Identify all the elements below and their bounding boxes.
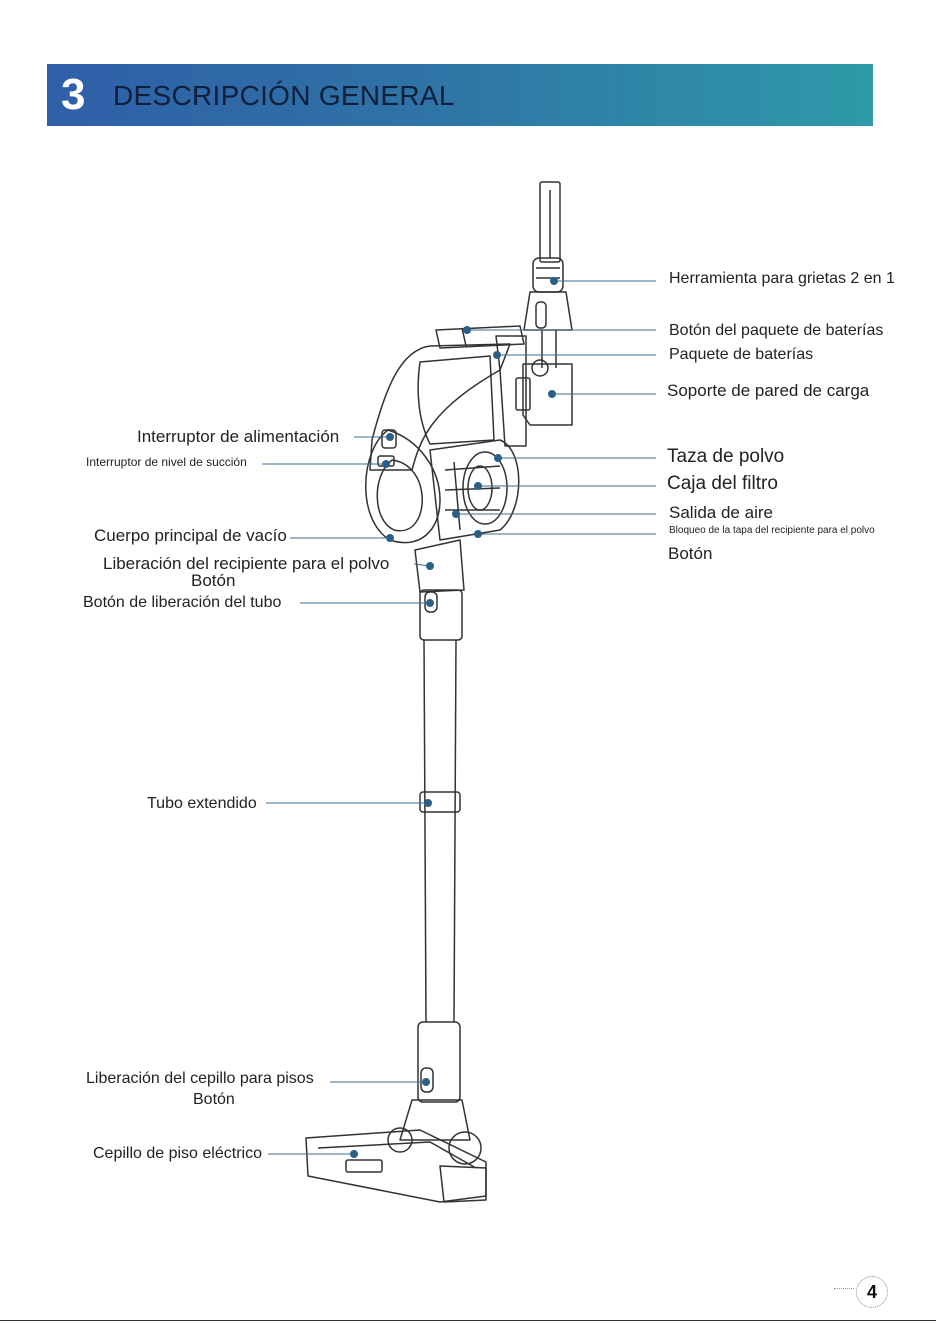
callout-dots (350, 277, 558, 1158)
label-floor-brush: Cepillo de piso eléctrico (93, 1145, 262, 1162)
bottom-rule (0, 1320, 936, 1321)
label-dust-release: Liberación del recipiente para el polvo (103, 554, 390, 573)
label-filter-box: Caja del filtro (667, 473, 778, 494)
label-brush-release-button: Botón (193, 1091, 235, 1108)
battery-pack-drawing (369, 343, 511, 471)
label-battery-button: Botón del paquete de baterías (669, 322, 884, 339)
main-body-drawing (365, 429, 441, 544)
label-air-outlet: Salida de aire (669, 503, 773, 522)
label-crevice-tool: Herramienta para grietas 2 en 1 (669, 270, 895, 287)
label-main-body: Cuerpo principal de vacío (94, 526, 287, 545)
floor-brush-drawing (305, 1129, 487, 1203)
label-wall-mount: Soporte de pared de carga (667, 381, 870, 400)
leader-lines (262, 280, 656, 1155)
label-suction-switch: Interruptor de nivel de succión (86, 455, 247, 469)
label-dust-release-button: Botón (191, 571, 236, 590)
battery-pack-top-drawing (435, 325, 525, 349)
extension-tube-drawing (423, 639, 457, 1023)
label-lid-lock-button: Botón (668, 544, 713, 563)
page-number-dots (834, 1288, 854, 1289)
tube-release-drawing (419, 589, 463, 641)
label-brush-release: Liberación del cepillo para pisos (86, 1070, 314, 1087)
label-tube-release: Botón de liberación del tubo (83, 594, 282, 611)
label-battery-pack: Paquete de baterías (669, 346, 814, 363)
label-dust-cup: Taza de polvo (667, 446, 785, 467)
section-number: 3 (61, 70, 86, 119)
label-extension-tube: Tubo extendido (147, 795, 257, 812)
brush-neck-drawing (417, 1021, 461, 1103)
crevice-tool-drawing (523, 181, 573, 368)
wall-mount-drawing (515, 359, 573, 426)
section-title: DESCRIPCIÓN GENERAL (113, 80, 455, 111)
page-number: 4 (856, 1276, 888, 1308)
label-lid-lock: Bloqueo de la tapa del recipiente para e… (669, 525, 875, 536)
label-power-switch: Interruptor de alimentación (137, 427, 340, 446)
section-header: 3 DESCRIPCIÓN GENERAL (47, 64, 873, 126)
dust-cup-drawing (429, 439, 520, 541)
